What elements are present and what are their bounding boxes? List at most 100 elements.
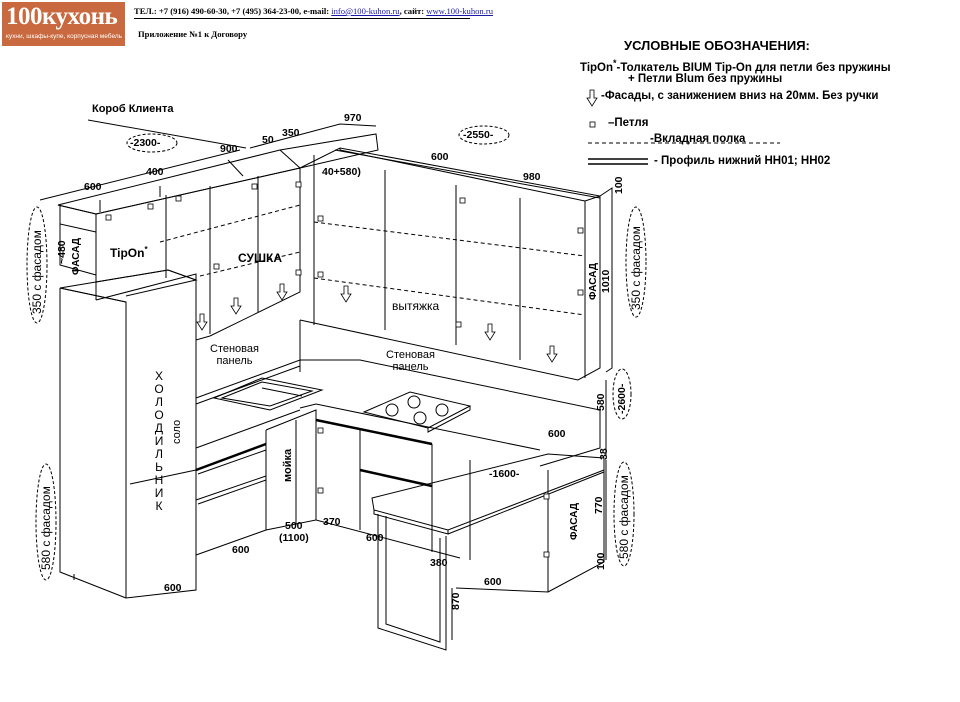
hinge-icon: [317, 427, 324, 434]
legend-shelf-text: -Вкладная полка: [650, 133, 746, 145]
legend-title: УСЛОВНЫЕ ОБОЗНАЧЕНИЯ:: [624, 38, 810, 53]
height-label-580-left: 580 с фасадом: [39, 486, 53, 570]
email-link[interactable]: info@100-kuhon.ru: [331, 6, 400, 16]
height-label-350-left: 350 с фасадом: [30, 230, 44, 314]
dim-2300: -2300-: [130, 137, 161, 149]
legend-hinge-text: –Петля: [608, 117, 649, 129]
site-link[interactable]: www.100-kuhon.ru: [426, 6, 494, 16]
dim-1010: 1010: [600, 269, 612, 293]
dim-1100: (1100): [279, 532, 309, 544]
facade-label-top-right: ФАСАД: [588, 263, 599, 300]
arrow-down-icon: [276, 283, 288, 301]
header-rule: [134, 18, 470, 19]
legend-tipon-line2: + Петли Blum без пружины: [628, 73, 783, 85]
dim-badge-350-left: [26, 206, 48, 324]
sink-shape: [212, 377, 324, 411]
hinge-icon: [105, 214, 112, 221]
dim-980: 980: [523, 171, 541, 183]
site-label: , сайт:: [399, 6, 427, 16]
dim-400: 400: [146, 166, 164, 178]
dim-600-bottom-left: 600: [232, 544, 250, 556]
company-logo: 100кухонь кухни, шкафы-купе, корпусная м…: [2, 2, 125, 46]
hinge-icon: [295, 269, 302, 276]
dim-badge-2550: [458, 125, 510, 145]
tipon-label-text: TipOn: [110, 246, 145, 260]
wall-panel-left-line2: панель: [216, 355, 253, 367]
facade-label-bottom-right: ФАСАД: [569, 503, 580, 540]
height-label-350-right: 350 с фасадом: [629, 226, 643, 310]
dim-900: 900: [220, 143, 238, 155]
dim-350: 350: [282, 127, 300, 139]
hinge-icon: [577, 227, 584, 234]
arrow-down-icon: [546, 345, 558, 363]
phones-text: ТЕЛ.: +7 (916) 490-60-30, +7 (495) 364-2…: [134, 6, 332, 16]
legend-hinge-icon: [589, 121, 596, 128]
hinge-icon: [459, 197, 466, 204]
dim-600-bottom-right: 600: [484, 576, 502, 588]
dim-badge-2300: [126, 133, 178, 153]
hinge-icon: [317, 271, 324, 278]
dim-50: 50: [262, 134, 274, 146]
fridge-label: ХОЛОДИЛЬНИК: [154, 369, 164, 513]
fridge-column: [59, 269, 198, 599]
dim-600-counter: 600: [548, 428, 566, 440]
dim-380: 380: [430, 557, 448, 569]
dim-600-fridge: 600: [164, 582, 182, 594]
tipon-label: TipOn*: [110, 245, 148, 260]
contact-line: ТЕЛ.: +7 (916) 490-60-30, +7 (495) 364-2…: [134, 6, 493, 16]
wall-panel-right-line1: Стеновая: [386, 349, 435, 361]
legend-arrow-text: -Фасады, с занижением вниз на 20мм. Без …: [601, 90, 879, 102]
legend-tipon-line1: -Толкатель BIUM Tip-On для петли без пру…: [616, 61, 891, 74]
hinge-icon: [543, 493, 550, 500]
dim-600-top-left: 600: [84, 181, 102, 193]
appendix-title: Приложение №1 к Договору: [138, 29, 248, 39]
dim-badge-580-left: [35, 463, 57, 581]
wall-panel-left-line1: Стеновая: [210, 343, 259, 355]
countertop: [195, 359, 601, 467]
hinge-icon: [317, 215, 324, 222]
hinge-icon: [543, 551, 550, 558]
legend-tipon: TipOn*-Толкатель BIUM Tip-On для петли б…: [580, 58, 891, 74]
dim-38: 38: [598, 448, 610, 460]
hinge-icon: [455, 321, 462, 328]
client-box-label: Короб Клиента: [92, 103, 174, 115]
dim-1600: -1600-: [489, 468, 520, 480]
hinge-icon: [251, 183, 258, 190]
dim-100-bottom: 100: [595, 552, 607, 570]
dim-870: 870: [450, 592, 462, 610]
hinge-icon: [577, 289, 584, 296]
solo-label: соло: [171, 419, 183, 444]
dim-580-mid: 580: [595, 393, 607, 411]
dimension-lines: [39, 119, 613, 640]
hinge-icon: [147, 203, 154, 210]
upper-right-cabinets: [299, 147, 601, 381]
lower-left-cabinets: [195, 409, 317, 556]
dim-100-top: 100: [613, 176, 625, 194]
legend-profile-text: - Профиль нижний НН01; НН02: [654, 155, 831, 167]
dim-40-580: 40+580): [322, 166, 361, 178]
wall-panel-right-line2: панель: [392, 361, 429, 373]
peninsula: [371, 453, 605, 651]
dim-500: 500: [285, 520, 303, 532]
dim-badge-580-right: [613, 461, 635, 567]
dim-2550: -2550-: [463, 129, 494, 141]
logo-text: 100кухонь: [6, 3, 118, 30]
dim-480: ~480: [56, 240, 68, 264]
hinge-icon: [213, 263, 220, 270]
legend-tipon-star: *: [613, 58, 617, 68]
tipon-label-star: *: [144, 245, 148, 254]
logo-tagline: кухни, шкафы-купе, корпусная мебель: [6, 33, 123, 40]
dim-600-island: 600: [366, 532, 384, 544]
dim-600-top-mid: 600: [431, 151, 449, 163]
lower-right-cabinets: [315, 410, 471, 560]
arrow-down-icon: [484, 323, 496, 341]
hob-shape: [362, 391, 472, 433]
height-label-580-right: 580 с фасадом: [617, 475, 631, 559]
hinge-icon: [175, 195, 182, 202]
hood-label: вытяжка: [392, 299, 440, 313]
dim-370: 370: [323, 516, 341, 528]
legend-tipon-symbol: TipOn: [580, 61, 614, 74]
